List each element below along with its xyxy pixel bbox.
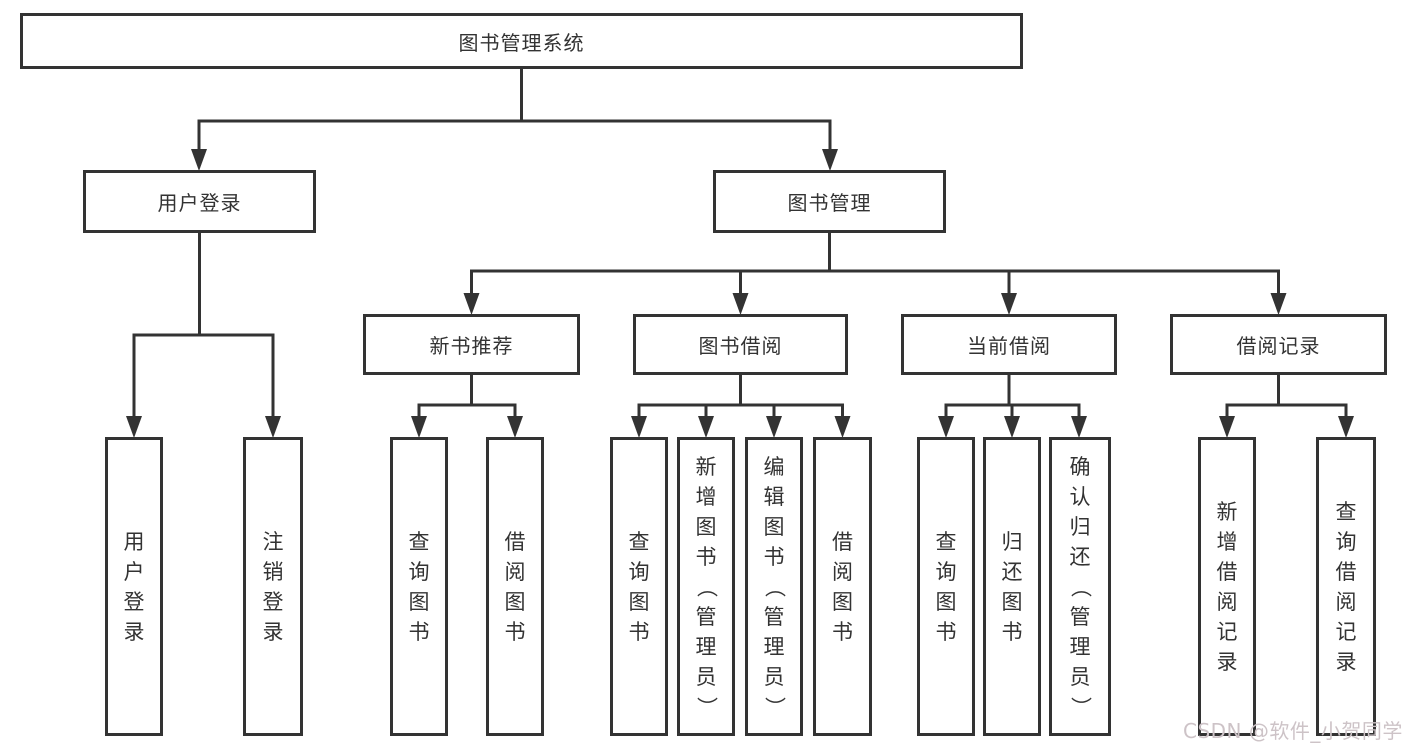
leaf-recommend-query-books-label: 查询图书 [408,529,430,644]
leaf-records-query: 查询借阅记录 [1316,437,1376,736]
leaf-current-confirm-return-label: 确认归还（管理员） [1068,454,1092,718]
arrow-to-records [1270,293,1287,315]
node-book-management-label: 图书管理 [787,191,872,215]
leaf-current-return-books: 归还图书 [983,437,1041,736]
leaf-records-add-label: 新增借阅记录 [1216,499,1238,674]
leaf-recommend-query-books: 查询图书 [390,437,448,736]
arrow-to-cur-confirm [1071,416,1087,438]
leaf-borrow-query-books-label: 查询图书 [628,529,650,644]
node-current-borrow-label: 当前借阅 [967,334,1051,358]
leaf-current-query-books-label: 查询图书 [935,529,957,644]
connector-user-login-group [132,233,275,419]
leaf-borrow-edit-books: 编辑图书（管理员） [745,437,803,736]
arrow-to-recommend [463,293,480,315]
leaf-current-confirm-return: 确认归还（管理员） [1049,437,1111,736]
leaf-current-query-books: 查询图书 [917,437,975,736]
arrow-to-cur-return [1004,416,1020,438]
leaf-records-add: 新增借阅记录 [1198,437,1256,736]
arrow-to-leaf-user-login [126,416,142,438]
node-book-borrow: 图书借阅 [633,314,848,375]
arrow-to-bor-edit [766,416,782,438]
leaf-borrow-borrow-books-label: 借阅图书 [832,529,853,644]
node-current-borrow: 当前借阅 [901,314,1117,375]
node-user-login-label: 用户登录 [157,191,242,215]
leaf-logout: 注销登录 [243,437,303,736]
arrow-to-bor-borrow [834,416,851,438]
arrow-to-borrow [732,293,749,315]
csdn-watermark: CSDN @软件_小贺同学 [1183,719,1403,743]
node-root-label: 图书管理系统 [458,30,585,55]
arrow-to-rec-borrow [507,416,523,438]
arrow-to-records-add [1219,416,1235,438]
node-borrow-records-label: 借阅记录 [1236,334,1321,358]
node-user-login: 用户登录 [83,170,316,233]
arrowheads [126,149,1354,438]
leaf-borrow-add-books-label: 新增图书（管理员） [694,454,718,718]
arrow-to-rec-query [411,416,427,438]
node-book-management: 图书管理 [713,170,946,233]
node-root: 图书管理系统 [20,13,1023,69]
leaf-borrow-borrow-books: 借阅图书 [813,437,872,736]
leaf-user-login-label: 用户登录 [123,529,145,644]
arrow-to-records-query [1338,416,1354,438]
leaf-logout-label: 注销登录 [262,529,284,644]
leaf-borrow-add-books: 新增图书（管理员） [677,437,735,736]
arrow-to-leaf-logout [265,416,281,438]
connector-current-group [944,375,1081,419]
node-book-borrow-label: 图书借阅 [698,334,783,358]
leaf-current-return-books-label: 归还图书 [1001,529,1023,644]
leaf-borrow-edit-books-label: 编辑图书（管理员） [762,454,786,718]
connector-root [197,69,832,152]
node-borrow-records: 借阅记录 [1170,314,1387,375]
leaf-recommend-borrow-books-label: 借阅图书 [504,529,526,644]
connector-recommend-group [417,375,517,419]
arrow-to-current [1001,293,1017,315]
node-new-book-recommend: 新书推荐 [363,314,580,375]
arrow-to-cur-query [938,416,954,438]
connector-records-group [1225,375,1348,419]
arrow-to-book-management [822,149,838,171]
connector-borrow-group [637,375,844,419]
node-new-book-recommend-label: 新书推荐 [429,334,514,358]
leaf-records-query-label: 查询借阅记录 [1335,499,1357,674]
arrow-to-bor-add [698,416,714,438]
leaf-borrow-query-books: 查询图书 [610,437,668,736]
leaf-recommend-borrow-books: 借阅图书 [486,437,544,736]
connector-book-management-group [470,233,1280,296]
leaf-user-login: 用户登录 [105,437,163,736]
arrow-to-user-login [191,149,207,171]
arrow-to-bor-query [631,416,647,438]
